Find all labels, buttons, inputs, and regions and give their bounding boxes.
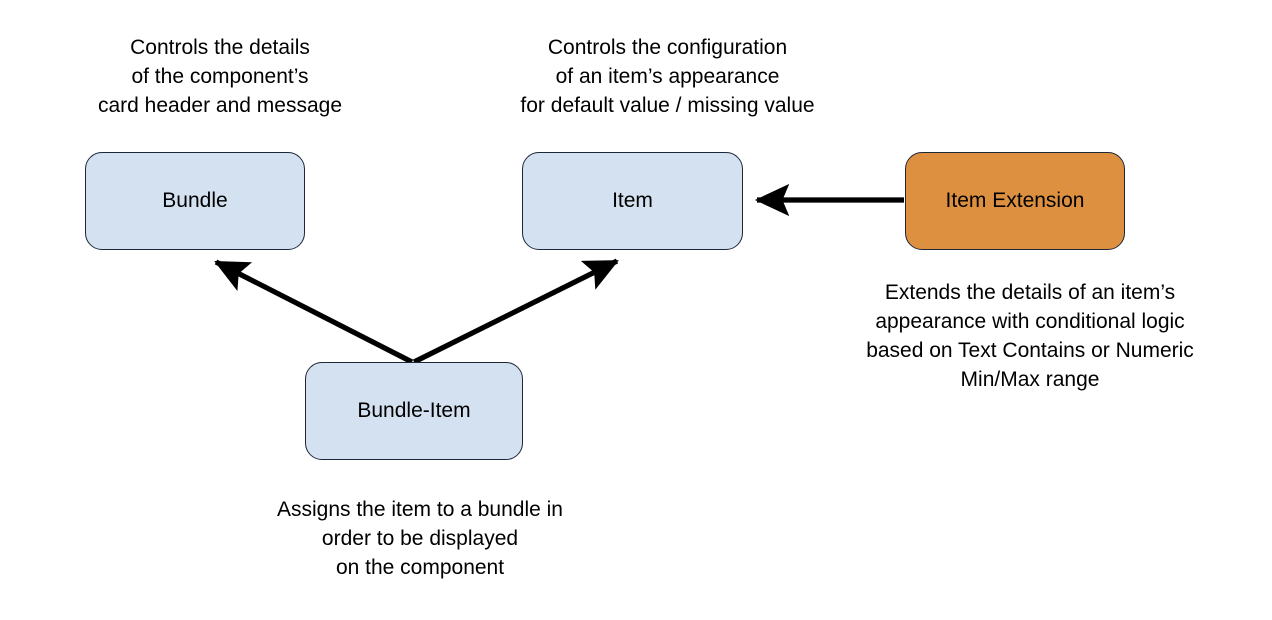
note-bundle-item: Assigns the item to a bundle in order to… — [215, 495, 625, 582]
note-bundle-item-line-3: on the component — [335, 556, 505, 579]
edge-bundle-item-to-bundle — [214, 259, 414, 365]
node-bundle[interactable]: Bundle — [85, 152, 305, 250]
node-item-extension-label: Item Extension — [945, 189, 1085, 213]
note-item-extension: Extends the details of an item’s appeara… — [810, 278, 1250, 394]
node-bundle-item-label: Bundle-Item — [357, 399, 471, 423]
node-item-label: Item — [612, 189, 653, 213]
note-item-extension-line-3: based on Text Contains or Numeric — [866, 339, 1194, 362]
node-bundle-label: Bundle — [162, 189, 228, 213]
note-item-extension-line-1: Extends the details of an item’s — [884, 281, 1176, 304]
node-item-extension[interactable]: Item Extension — [905, 152, 1125, 250]
node-item[interactable]: Item — [522, 152, 743, 250]
note-bundle: Controls the details of the component’s … — [30, 33, 410, 120]
note-bundle-line-3: card header and message — [98, 94, 342, 117]
note-item-line-3: for default value / missing value — [520, 94, 815, 117]
note-bundle-line-2: of the component’s — [131, 65, 309, 88]
edge-bundle-item-to-item — [412, 258, 619, 365]
note-item-line-1: Controls the configuration — [547, 36, 788, 59]
note-bundle-item-line-1: Assigns the item to a bundle in — [276, 498, 563, 521]
note-item-line-2: of an item’s appearance — [555, 65, 780, 88]
note-bundle-item-line-2: order to be displayed — [321, 527, 519, 550]
note-item-extension-line-4: Min/Max range — [960, 368, 1100, 391]
note-item-extension-line-2: appearance with conditional logic — [875, 310, 1185, 333]
node-bundle-item[interactable]: Bundle-Item — [305, 362, 523, 460]
note-item: Controls the configuration of an item’s … — [455, 33, 880, 120]
note-bundle-line-1: Controls the details — [130, 36, 310, 59]
